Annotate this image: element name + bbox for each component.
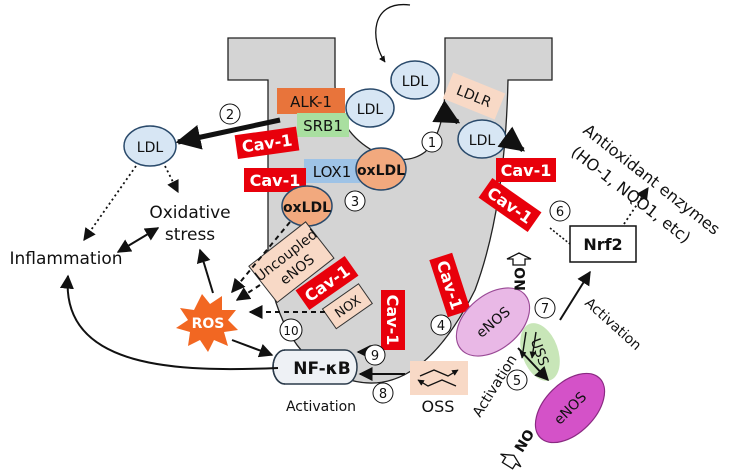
ldl-inflammation-arrow: [83, 165, 137, 242]
step-1: 1: [421, 131, 443, 153]
enos-dissociation-arrow: [517, 347, 549, 382]
svg-text:LDL: LDL: [402, 74, 429, 90]
srb1-ldl-arrow: [175, 117, 281, 150]
no-output-top: NO: [506, 252, 532, 291]
ldl-particle-ldlr: LDL: [457, 119, 507, 159]
step-5: 5: [506, 369, 528, 391]
svg-text:NO: NO: [512, 427, 538, 456]
nrf2-activation-label: Activation: [581, 295, 644, 354]
svg-text:LDL: LDL: [469, 133, 496, 149]
ros-nfkb-arrow: [231, 339, 274, 358]
svg-text:Cav-1: Cav-1: [250, 171, 301, 190]
ros-oxstress-arrow: [196, 248, 214, 294]
alk1-label: ALK-1: [290, 93, 332, 111]
ldl-particle-srb1: LDL: [345, 88, 395, 128]
step-9: 9: [364, 344, 386, 366]
step-8: 8: [372, 382, 394, 404]
step-4: 4: [430, 314, 452, 336]
svg-text:1: 1: [428, 136, 436, 151]
svg-text:5: 5: [513, 374, 521, 389]
svg-text:LDL: LDL: [137, 140, 164, 156]
srb1-receptor: [297, 113, 349, 137]
ldlr-exit-arrow: [497, 126, 526, 153]
svg-text:Cav-1: Cav-1: [501, 161, 552, 180]
cav1-tag-srb1: Cav-1: [234, 126, 300, 160]
oxldl-particle-lox1: oxLDL: [355, 147, 407, 191]
svg-text:10: 10: [283, 324, 298, 338]
svg-text:6: 6: [556, 205, 564, 220]
srb1-label: SRB1: [303, 117, 343, 135]
svg-text:2: 2: [226, 108, 234, 123]
svg-text:4: 4: [437, 319, 445, 334]
step-2: 2: [219, 103, 241, 125]
step-6: 6: [549, 200, 571, 222]
cav1-tag-ldlr-1: Cav-1: [496, 158, 556, 182]
uss-node: USS: [520, 323, 560, 381]
lox1-receptor: [304, 159, 360, 183]
nox-box: NOX: [321, 283, 373, 330]
step-7: 7: [534, 297, 556, 319]
oxldl-particle-inner: oxLDL: [281, 185, 333, 227]
ldlr-internalize-arrow: [432, 100, 461, 125]
inflammation-label: Inflammation: [9, 249, 122, 269]
svg-text:Cav-1: Cav-1: [383, 295, 402, 346]
ldl-oxstress-arrow: [164, 165, 179, 194]
uss-flow-arrow-2: [529, 331, 537, 359]
svg-text:NO: NO: [513, 267, 529, 291]
oxldl-ros-arrow: [231, 221, 291, 294]
svg-text:oxLDL: oxLDL: [283, 200, 331, 216]
nrf2-label: Nrf2: [583, 235, 622, 254]
oxidative-stress-label-1: Oxidative: [149, 203, 230, 223]
ldl-particle-left: LDL: [123, 125, 177, 167]
oss-box: [410, 361, 468, 395]
svg-text:7: 7: [541, 302, 549, 317]
uncoupled-ros-arrow: [235, 284, 261, 301]
svg-text:8: 8: [379, 387, 387, 402]
svg-text:oxLDL: oxLDL: [357, 163, 405, 179]
lox1-label: LOX1: [313, 163, 352, 181]
ldl-particle-top: LDL: [390, 60, 440, 100]
nrf2-activation-arrow: [559, 270, 591, 321]
ros-burst: ROS: [176, 294, 238, 352]
nrf2-antioxidant-arrow: [623, 186, 649, 225]
svg-text:ROS: ROS: [192, 316, 225, 332]
svg-text:9: 9: [371, 349, 379, 364]
oxidative-stress-label-2: stress: [165, 225, 215, 245]
cav1-nrf2-inhibit: [549, 227, 571, 245]
no-output-bottom: NO: [500, 427, 538, 470]
nfkb-activation-label: Activation: [286, 399, 356, 415]
enos-membrane: eNOS: [455, 287, 531, 357]
oss-label: OSS: [422, 397, 455, 416]
alk1-receptor: [277, 88, 345, 114]
step-10: 10: [279, 318, 303, 342]
svg-text:3: 3: [351, 195, 359, 210]
svg-text:LDL: LDL: [357, 102, 384, 118]
enos-free: eNOS: [534, 372, 606, 444]
cav1-tag-nfkb: Cav-1: [381, 290, 405, 350]
uptake-arrow: [375, 4, 411, 63]
nfkb-inflammation-arrow: [59, 274, 279, 371]
ldlr-receptor: [442, 72, 506, 120]
inflammation-oxstress-double-arrow: [116, 227, 160, 253]
nfkb-node: NF-κB: [272, 349, 358, 385]
nrf2-box: [569, 225, 637, 263]
svg-text:NF-κB: NF-κB: [293, 359, 350, 379]
step-3: 3: [344, 190, 366, 212]
